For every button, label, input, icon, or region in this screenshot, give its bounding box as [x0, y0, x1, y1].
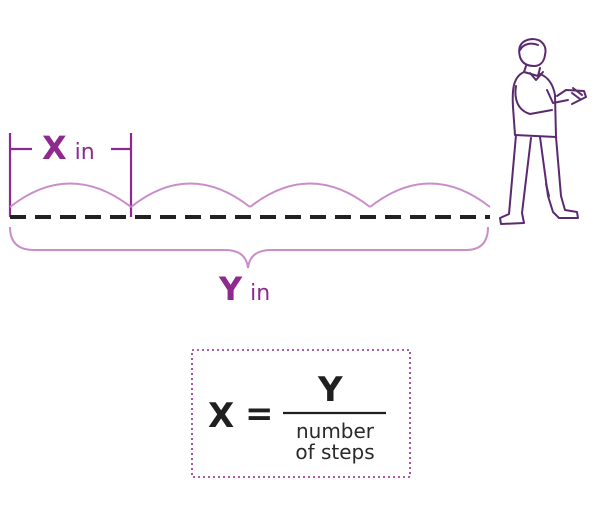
- formula-denominator: number of steps: [282, 421, 388, 462]
- walking-person-icon: [499, 38, 587, 225]
- step-arcs: [9, 182, 491, 208]
- total-distance-brace: [9, 226, 489, 269]
- step-length-marker: [8, 133, 133, 217]
- step-arc: [369, 182, 491, 208]
- step-arc: [249, 182, 371, 208]
- step-arc: [130, 182, 251, 208]
- step-length-variable: X: [42, 129, 67, 167]
- step-length-unit: in: [74, 140, 95, 165]
- formula-denominator-line2: of steps: [295, 440, 375, 464]
- formula-denominator-line1: number: [295, 419, 375, 443]
- formula-box: [191, 349, 411, 478]
- formula-numerator: Y: [318, 370, 343, 410]
- total-distance-variable: Y: [219, 270, 243, 308]
- formula-equals: =: [245, 394, 274, 434]
- formula-lhs: X: [208, 396, 235, 436]
- step-arc: [9, 182, 132, 208]
- total-distance-unit: in: [250, 281, 271, 306]
